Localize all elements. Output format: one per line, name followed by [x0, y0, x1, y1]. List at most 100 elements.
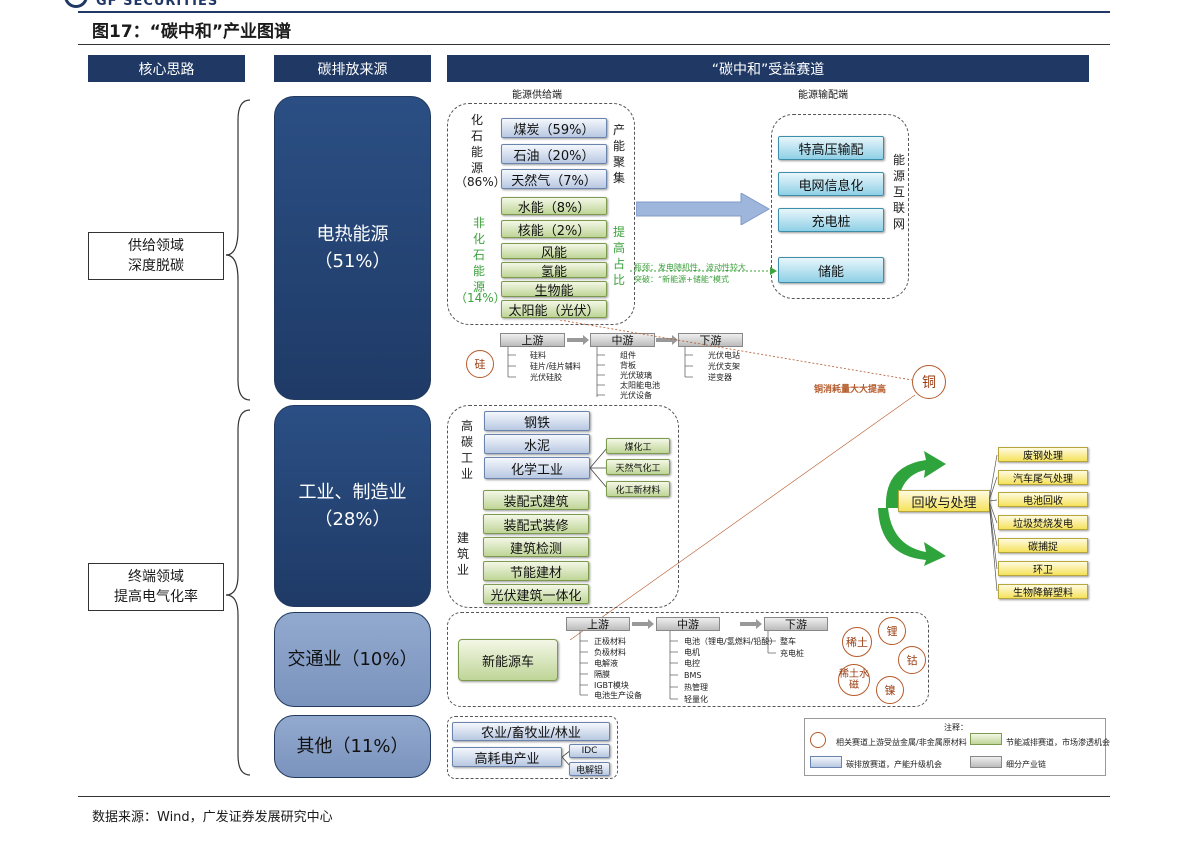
ev-mid-2: 电控	[684, 659, 700, 668]
legend-title: 注释：	[944, 723, 968, 732]
ev-name: 新能源车	[458, 639, 558, 681]
legend-circle-text: 相关赛道上游受益金属/非金属原材料	[836, 738, 967, 747]
source-other: 其他（11%）	[274, 715, 431, 778]
building-bipv: 光伏建筑一体化	[483, 584, 589, 604]
distribution-item-grid: 电网信息化	[778, 172, 884, 196]
building-material: 节能建材	[483, 561, 589, 581]
ev-stage-down: 下游	[764, 617, 828, 631]
col-header-sources: 碳排放来源	[274, 55, 431, 82]
pv-up-1: 硅片/硅片辅料	[530, 362, 581, 371]
ev-up-2: 电解液	[594, 659, 618, 668]
ev-up-5: 电池生产设备	[594, 691, 642, 700]
building-decor: 装配式装修	[483, 514, 589, 534]
recycle-branch-lines	[989, 454, 998, 592]
pv-stage-mid: 中游	[590, 333, 655, 347]
pv-up-0: 硅料	[530, 351, 546, 360]
supply-to-distribution-arrow	[636, 193, 771, 225]
storage-link-arrow	[630, 267, 777, 275]
breakthrough-text: 突破：“新能源+储能”模式	[634, 275, 729, 284]
high-carbon-steel: 钢铁	[484, 411, 590, 431]
legend-green-text: 节能减排赛道，市场渗透机会	[1006, 738, 1110, 747]
pv-mid-4: 光伏设备	[620, 391, 652, 400]
ev-branch-lines	[579, 631, 776, 700]
supply-thinking-line1: 供给领域	[128, 238, 184, 254]
others-power-intensive: 高耗电产业	[452, 747, 562, 767]
ev-stage-up: 上游	[566, 617, 630, 631]
pv-stage-down: 下游	[678, 333, 743, 347]
high-carbon-cement: 水泥	[484, 434, 590, 454]
ev-mid-3: BMS	[684, 671, 702, 680]
metal-nickel: 镍	[876, 676, 904, 704]
supply-side-group	[447, 103, 635, 325]
recycle-arrows	[878, 451, 946, 566]
ev-mid-1: 电机	[684, 648, 700, 657]
legend-gray-swatch	[970, 756, 1002, 768]
recycle-center: 回收与处理	[898, 490, 990, 512]
brace-terminal	[225, 409, 251, 776]
recycle-item-4: 碳捕捉	[998, 538, 1088, 553]
building-prefab: 装配式建筑	[483, 490, 589, 510]
pv-up-2: 光伏硅胶	[530, 373, 562, 382]
distribution-item-uhv: 特高压输配	[778, 136, 884, 160]
legend-box	[804, 718, 1106, 776]
building-test: 建筑检测	[483, 537, 589, 557]
footer-rule	[78, 796, 1110, 797]
pv-mid-0: 组件	[620, 351, 636, 360]
source-power-name: 电热能源	[316, 224, 389, 245]
pv-down-0: 光伏电站	[708, 351, 740, 360]
supply-thinking-line2: 深度脱碳	[128, 258, 184, 274]
high-carbon-label: 高碳工业	[460, 419, 473, 481]
recycle-item-6: 生物降解塑料	[998, 584, 1088, 599]
pv-mid-2: 光伏玻璃	[620, 371, 652, 380]
source-power-share: （51%）	[314, 251, 391, 272]
fossil-item-gas: 天然气（7%）	[501, 169, 607, 189]
ev-mid-4: 热管理	[684, 683, 708, 692]
copper-links	[560, 320, 916, 641]
source-power: 电热能源 （51%）	[274, 96, 431, 400]
ev-up-4: IGBT模块	[594, 681, 629, 690]
ev-down-0: 整车	[780, 637, 796, 646]
recycle-item-0: 废钢处理	[998, 447, 1088, 462]
legend-circle-icon	[810, 732, 826, 748]
ev-up-3: 隔膜	[594, 670, 610, 679]
pv-mid-1: 背板	[620, 361, 636, 370]
recycle-item-5: 环卫	[998, 561, 1088, 576]
nonfossil-item-hydrogen: 氢能	[501, 262, 607, 280]
chem-branch-lines	[590, 447, 608, 489]
nonfossil-item-bio: 生物能	[501, 281, 607, 299]
legend-green-swatch	[970, 733, 1002, 745]
legend-gray-text: 细分产业链	[1006, 760, 1046, 769]
brand-name: GF SECURITIES	[96, 0, 219, 9]
terminal-thinking-box: 终端领域 提高电气化率	[88, 563, 224, 611]
high-carbon-chemical: 化学工业	[484, 457, 590, 479]
others-group	[447, 716, 618, 779]
raise-label: 提高占比	[612, 225, 625, 287]
others-idc: IDC	[569, 744, 610, 758]
nonfossil-item-solar: 太阳能（光伏）	[501, 300, 607, 319]
source-industry: 工业、制造业 （28%）	[274, 405, 431, 607]
industry-group	[447, 405, 679, 608]
others-aluminum: 电解铝	[569, 762, 610, 776]
distribution-item-charging: 充电桩	[778, 208, 884, 232]
nonfossil-item-wind: 风能	[501, 243, 607, 261]
top-banner: GF SECURITIES	[0, 0, 1191, 12]
ev-down-1: 充电桩	[780, 649, 804, 658]
brace-supply	[225, 99, 251, 401]
source-industry-share: （28%）	[314, 509, 391, 530]
header-rule	[78, 11, 1110, 13]
pv-mid-3: 太阳能电池	[620, 381, 660, 390]
others-agri: 农业/畜牧业/林业	[452, 722, 610, 741]
recycle-item-1: 汽车尾气处理	[998, 470, 1088, 485]
metal-rare-earth: 稀土	[842, 627, 872, 657]
bottleneck-text: 瓶颈：发电随机性、波动性较大	[634, 263, 746, 272]
nonfossil-item-nuclear: 核能（2%）	[501, 220, 607, 239]
metal-copper: 铜	[912, 365, 946, 399]
ev-mid-5: 轻量化	[684, 695, 708, 704]
brand-logo-icon	[64, 0, 88, 8]
supply-side-title: 能源供给端	[512, 90, 562, 101]
metal-lithium: 锂	[878, 617, 906, 645]
supply-thinking-box: 供给领域 深度脱碳	[88, 232, 224, 280]
metal-rare-magnet: 稀土水磁	[838, 664, 870, 696]
metal-cobalt: 钴	[898, 646, 926, 674]
nonfossil-label: 非化石能源	[472, 216, 485, 294]
